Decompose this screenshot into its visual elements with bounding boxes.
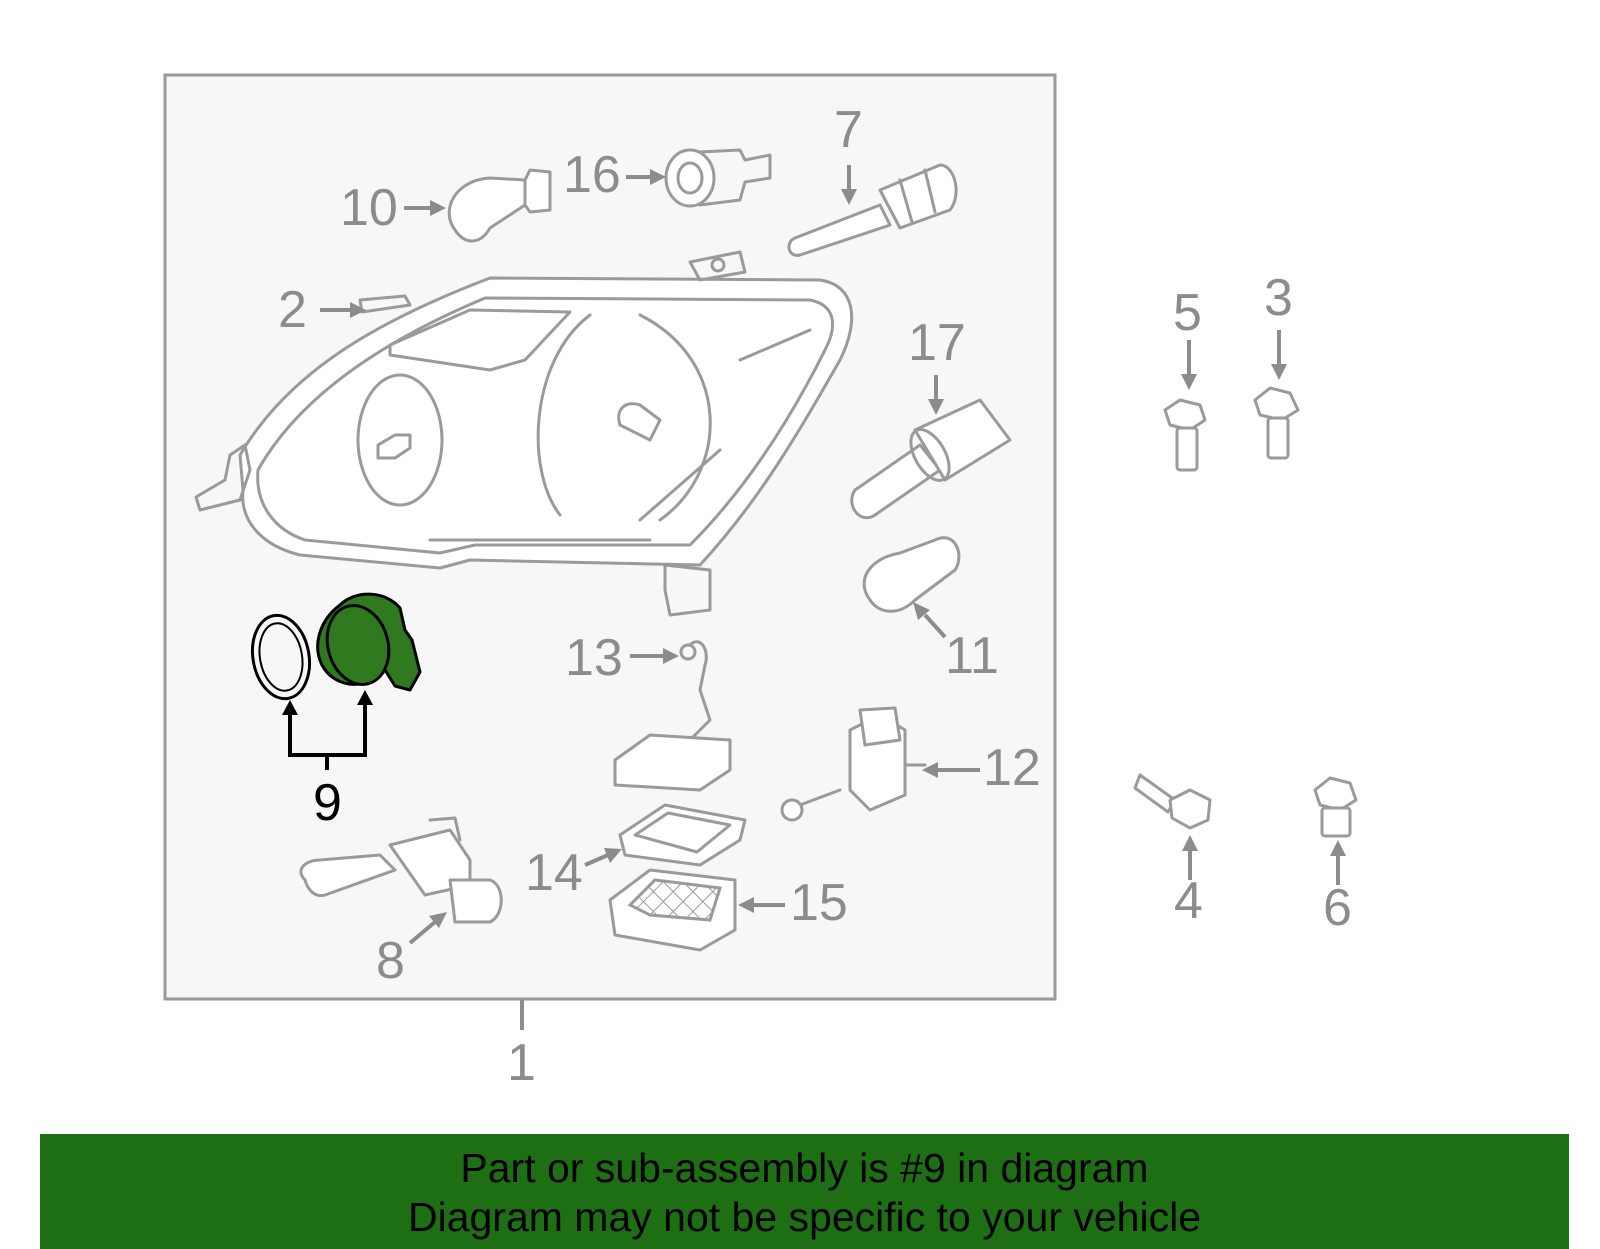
bolt-part-5-drawing [1163, 398, 1207, 472]
leader-lines [320, 165, 1346, 1030]
bulb-part-11-drawing [862, 536, 961, 613]
callout-7: 7 [834, 101, 863, 159]
callout-13: 13 [565, 629, 623, 687]
bolt-part-4-drawing [1133, 773, 1212, 830]
callout-11: 11 [945, 627, 999, 685]
bulb-part-10-drawing [447, 168, 552, 243]
gasket-part-14-drawing [618, 803, 747, 867]
callout-3: 3 [1264, 269, 1293, 327]
bolt-part-3-drawing [1253, 386, 1300, 460]
callout-10: 10 [340, 179, 398, 237]
callout-6: 6 [1323, 879, 1352, 937]
callout-16: 16 [563, 146, 621, 204]
bulb-part-17-drawing [850, 398, 1012, 519]
banner-line-1: Part or sub-assembly is #9 in diagram [460, 1145, 1149, 1191]
callout-8: 8 [376, 932, 405, 990]
callout-15: 15 [790, 874, 848, 932]
callout-17: 17 [908, 314, 966, 372]
callout-4: 4 [1174, 872, 1203, 930]
part-9-gasket-ring [250, 613, 312, 701]
socket-part-16-drawing [664, 148, 772, 208]
callout-5: 5 [1173, 284, 1202, 342]
callout-12: 12 [983, 739, 1041, 797]
callout-14: 14 [525, 844, 583, 902]
sensor-part-13-drawing [613, 640, 732, 792]
bulb-part-7-drawing [787, 163, 958, 257]
ballast-part-15-drawing [608, 868, 737, 952]
highlighted-part-9-drawing [250, 592, 422, 701]
headlamp-housing-drawing [194, 250, 854, 617]
callout-9: 9 [313, 774, 342, 832]
callout-2: 2 [278, 281, 307, 339]
bolt-part-6-drawing [1313, 776, 1358, 838]
bulb-part-8-drawing [299, 816, 503, 924]
part-9-leader [282, 690, 373, 770]
banner-line-2: Diagram may not be specific to your vehi… [407, 1194, 1201, 1240]
actuator-part-12-drawing [780, 706, 927, 822]
callout-1: 1 [507, 1034, 536, 1092]
info-banner: Part or sub-assembly is #9 in diagram Di… [40, 1134, 1569, 1249]
